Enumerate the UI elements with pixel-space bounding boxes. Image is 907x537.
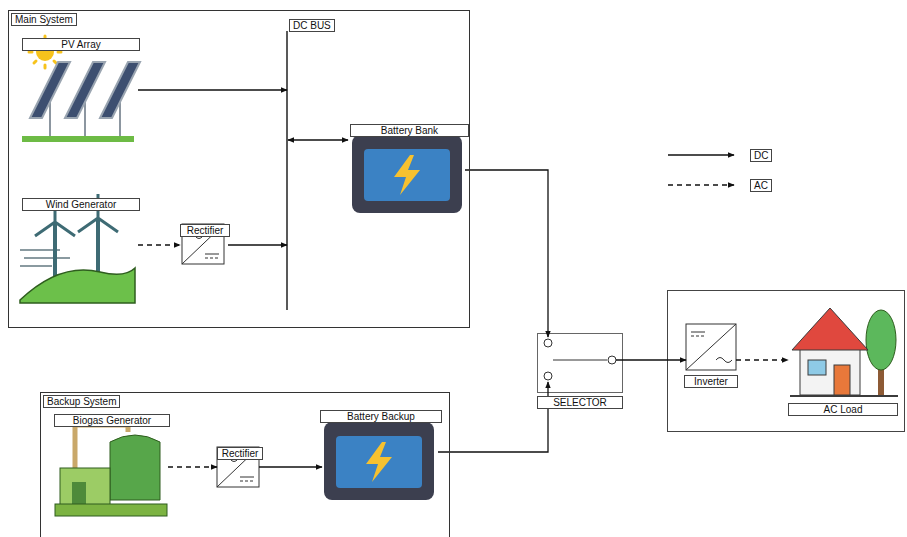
inverter-symbol [686, 324, 736, 370]
flow-arrow [438, 382, 548, 452]
node-label: Rectifier [180, 224, 230, 237]
node-label: Biogas Generator [54, 414, 170, 427]
node-label: Rectifier [217, 447, 263, 460]
legend-item: DC [668, 148, 772, 162]
flow-arrow [168, 466, 217, 467]
node-label: AC Load [788, 403, 898, 416]
ac-load: AC Load [788, 298, 898, 416]
node-label: PV Array [22, 38, 140, 51]
legend-item: AC [668, 178, 772, 192]
rectifier: Rectifier [215, 445, 261, 506]
pv-array: PV Array [20, 36, 138, 162]
flow-arrow [228, 244, 287, 245]
legend-line-sample [668, 178, 738, 192]
flow-arrow [259, 466, 322, 467]
node-label: SELECTOR [537, 396, 623, 409]
node-label: Wind Generator [22, 198, 140, 211]
battery-icon [324, 414, 434, 500]
legend-line-sample [668, 148, 738, 162]
wind-generator: Wind Generator [20, 196, 138, 320]
node-label: Main System [11, 13, 77, 26]
biogas-plant [55, 425, 167, 516]
load-enclosure [668, 291, 905, 432]
house-icon [790, 308, 898, 396]
battery-icon [352, 127, 462, 213]
selector-switch [538, 334, 623, 393]
pv-panels [22, 62, 140, 142]
dc-bus-line [286, 31, 288, 310]
battery-bank: Battery Bank [348, 122, 467, 236]
node-label: DC BUS [289, 19, 335, 32]
selector: SELECTOR [537, 333, 623, 409]
flow-arrow [138, 244, 180, 245]
flow-arrow [288, 139, 348, 140]
node-label: Battery Bank [350, 124, 469, 137]
flow-arrow [736, 359, 788, 360]
inverter: Inverter [684, 322, 738, 388]
node-label: Inverter [684, 375, 738, 388]
legend-label: DC [750, 149, 772, 162]
legend-label: AC [750, 179, 772, 192]
flow-arrow [616, 359, 686, 360]
battery-backup: Battery Backup [318, 408, 440, 526]
node-label: Battery Backup [320, 410, 442, 423]
node-label: Backup System [43, 395, 120, 408]
system-group: Backup SystemBiogas GeneratorRectifier Ba… [40, 392, 450, 537]
system-group: Main System PV ArrayWind GeneratorRectifi… [8, 10, 470, 328]
biogas-generator: Biogas Generator [52, 412, 168, 535]
rectifier: Rectifier [178, 222, 228, 282]
flow-arrow [138, 89, 287, 90]
flow-arrow [465, 170, 548, 337]
